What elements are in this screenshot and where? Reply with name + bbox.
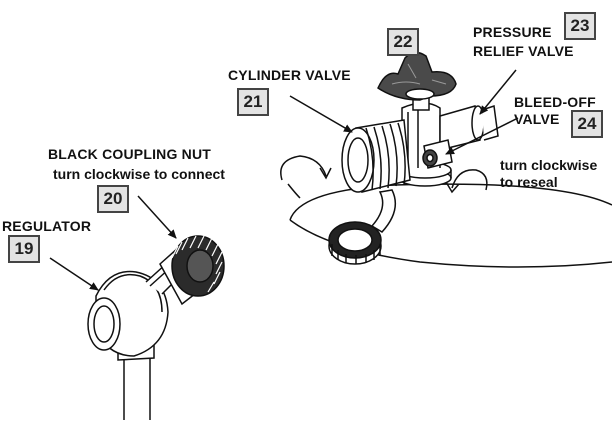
callout-20: 20 (97, 185, 129, 213)
leader-lines (49, 69, 519, 291)
label-bleed-off-2: VALVE (514, 111, 560, 127)
black-coupling-nut-icon (159, 235, 225, 306)
handwheel-icon (377, 51, 457, 101)
outlet-cap (328, 189, 397, 265)
rotate-clockwise-arrow-icon (280, 155, 332, 199)
label-reseal-2: to reseal (500, 174, 558, 190)
leader-pressure-relief (479, 69, 517, 115)
label-cylinder-valve: CYLINDER VALVE (228, 67, 351, 83)
reseal-rotate-arrow-icon (445, 169, 488, 194)
cylinder-outlet-thread (341, 119, 411, 193)
label-reseal-1: turn clockwise (500, 157, 598, 173)
label-pressure-relief-2: RELIEF VALVE (473, 43, 574, 59)
callout-24: 24 (571, 110, 603, 138)
pressure-relief-valve (439, 105, 499, 151)
label-bleed-off-1: BLEED-OFF (514, 94, 596, 110)
label-regulator: REGULATOR (2, 218, 92, 234)
callout-23: 23 (564, 12, 596, 40)
leader-coupling-nut (137, 195, 177, 239)
leader-bleed-off (445, 117, 519, 155)
callout-21: 21 (237, 88, 269, 116)
regulator-body (87, 263, 182, 420)
label-pressure-relief-1: PRESSURE (473, 24, 552, 40)
bleed-off-valve (422, 139, 453, 169)
callout-19: 19 (8, 235, 40, 263)
callout-22: 22 (387, 28, 419, 56)
cylinder-dome (289, 183, 612, 268)
leader-cylinder-valve (289, 95, 353, 133)
label-coupling-nut: BLACK COUPLING NUT (48, 146, 212, 162)
leader-regulator (49, 257, 99, 291)
label-coupling-instruction: turn clockwise to connect (53, 166, 225, 182)
